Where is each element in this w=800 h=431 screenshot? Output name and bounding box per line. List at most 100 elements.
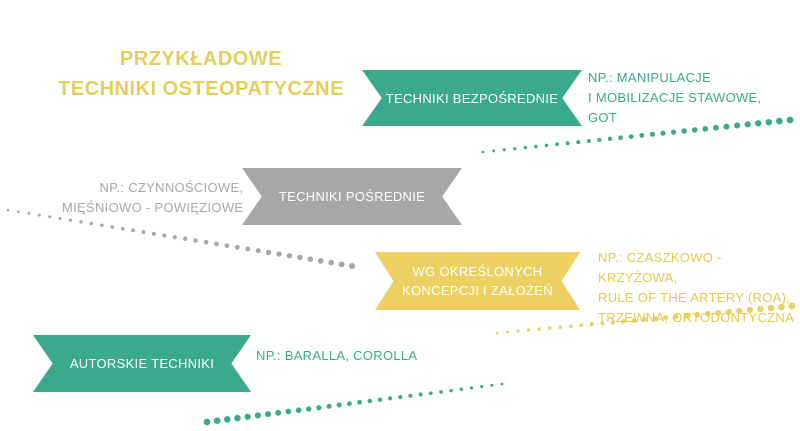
dot bbox=[357, 399, 362, 405]
dot bbox=[276, 251, 282, 257]
dot bbox=[702, 125, 709, 132]
dot bbox=[398, 395, 403, 400]
dot bbox=[715, 309, 722, 316]
title-line-2: TECHNIKI OSTEOPATYCZNE bbox=[58, 78, 344, 100]
dot bbox=[346, 401, 352, 407]
dot bbox=[544, 143, 549, 148]
dot bbox=[490, 383, 494, 387]
dot bbox=[162, 233, 167, 238]
dot bbox=[516, 329, 520, 333]
dot bbox=[100, 223, 104, 228]
dot bbox=[597, 137, 602, 143]
dot bbox=[214, 241, 219, 247]
dot bbox=[547, 326, 552, 330]
ribbon-indirect-techniques: TECHNIKI POŚREDNIE bbox=[242, 168, 462, 225]
dot bbox=[193, 238, 198, 243]
dot bbox=[534, 144, 538, 149]
dot bbox=[652, 316, 658, 321]
dot bbox=[203, 239, 209, 245]
dot bbox=[17, 210, 20, 214]
dot bbox=[387, 396, 393, 401]
dot bbox=[537, 327, 541, 331]
dot bbox=[786, 116, 794, 124]
page-title: PRZYKŁADOWE TECHNIKI OSTEOPATYCZNE bbox=[36, 44, 366, 104]
dot bbox=[459, 387, 463, 391]
dot bbox=[755, 120, 762, 127]
dot bbox=[767, 304, 775, 312]
dot bbox=[266, 249, 272, 255]
dot bbox=[286, 253, 293, 259]
dot bbox=[734, 122, 741, 129]
dot bbox=[27, 212, 31, 215]
dot-trail-author bbox=[203, 382, 504, 426]
dot bbox=[694, 311, 700, 318]
dot bbox=[683, 312, 690, 319]
dot bbox=[607, 136, 613, 142]
example-concept-techniques: NP.: CZASZKOWO - KRZYŻOWA, RULE OF THE A… bbox=[598, 248, 800, 328]
dot bbox=[639, 132, 645, 138]
dot bbox=[586, 138, 591, 144]
dot bbox=[295, 407, 302, 413]
example-direct-techniques: NP.: MANIPULACJE I MOBILIZACJE STAWOWE, … bbox=[588, 68, 761, 128]
dot bbox=[37, 213, 41, 217]
dot bbox=[58, 216, 62, 221]
dot bbox=[328, 259, 335, 266]
dot bbox=[568, 324, 573, 329]
ribbon-author-techniques: AUTORSKIE TECHNIKI bbox=[33, 335, 251, 392]
dot bbox=[48, 215, 52, 219]
dot bbox=[673, 313, 679, 320]
dot bbox=[120, 226, 125, 231]
dot bbox=[663, 315, 669, 321]
ribbon-label: AUTORSKIE TECHNIKI bbox=[69, 356, 215, 371]
ribbon-direct-techniques: TECHNIKI BEZPOŚREDNIE bbox=[362, 70, 582, 126]
example-line: TRZEWNA, ORTODONTYCZNA bbox=[598, 310, 795, 325]
dot bbox=[131, 228, 136, 233]
dot bbox=[224, 416, 231, 423]
dot bbox=[579, 323, 584, 328]
dot bbox=[317, 258, 324, 264]
dot bbox=[502, 148, 506, 152]
dot bbox=[141, 230, 146, 235]
dot bbox=[492, 149, 496, 153]
dot bbox=[778, 303, 785, 311]
dot bbox=[68, 218, 73, 222]
dot bbox=[481, 150, 485, 154]
title-line-1: PRZYKŁADOWE bbox=[119, 48, 283, 70]
dot bbox=[712, 124, 719, 131]
dot bbox=[336, 402, 342, 408]
dot bbox=[600, 321, 605, 326]
dot bbox=[183, 236, 188, 241]
dot bbox=[723, 123, 730, 130]
dot bbox=[305, 406, 312, 412]
dot bbox=[642, 317, 647, 322]
dot bbox=[245, 246, 251, 252]
dot bbox=[776, 117, 783, 125]
dot bbox=[255, 248, 261, 254]
dot bbox=[316, 404, 322, 411]
dot bbox=[254, 412, 261, 419]
ribbon-concept-techniques: WG OKREŚLONYCH KONCEPCJI I ZAŁOŻEŃ bbox=[375, 252, 580, 310]
dot bbox=[307, 256, 314, 262]
dot bbox=[495, 331, 499, 335]
dot bbox=[418, 392, 423, 397]
dot bbox=[744, 121, 751, 128]
dot bbox=[349, 263, 355, 269]
example-line: MIĘŚNIOWO - POWIĘZIOWE bbox=[62, 200, 244, 215]
ribbon-label-line: KONCEPCJI I ZAŁOŻEŃ bbox=[402, 283, 553, 298]
dot-trail-concepts bbox=[495, 302, 796, 335]
dot bbox=[660, 130, 666, 136]
dot bbox=[203, 418, 211, 426]
dot bbox=[565, 141, 570, 146]
example-line: NP.: CZYNNOŚCIOWE, bbox=[99, 180, 244, 195]
dot bbox=[151, 231, 156, 236]
dot bbox=[367, 398, 373, 404]
dot bbox=[704, 310, 711, 317]
dot bbox=[285, 408, 292, 415]
example-indirect-techniques: NP.: CZYNNOŚCIOWE, MIĘŚNIOWO - POWIĘZIOW… bbox=[62, 178, 243, 218]
dot bbox=[213, 417, 221, 425]
dot-trail-indirect bbox=[6, 208, 355, 269]
dot bbox=[110, 225, 115, 229]
dot bbox=[234, 244, 240, 250]
dot bbox=[275, 409, 282, 416]
ribbon-label: TECHNIKI BEZPOŚREDNIE bbox=[385, 90, 559, 106]
